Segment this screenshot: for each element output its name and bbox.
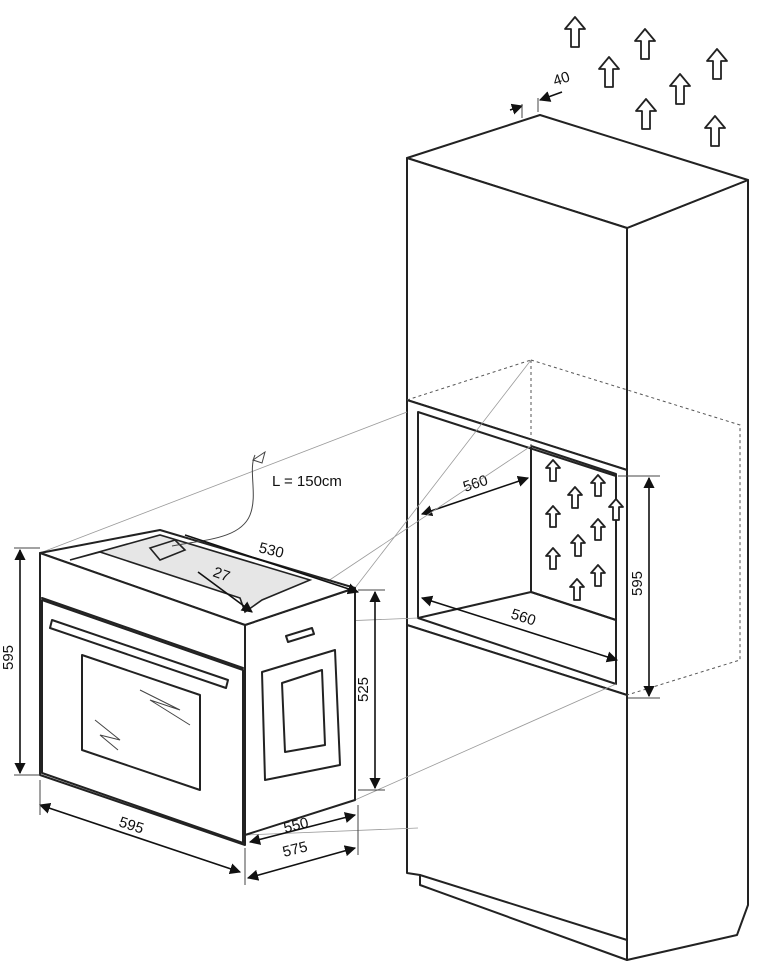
cable-length-label: L = 150cm — [272, 473, 342, 490]
oven-top-rail — [69, 534, 313, 614]
oven — [39, 450, 356, 846]
power-cable — [171, 454, 256, 547]
oven-top-27-label: 27 — [211, 564, 232, 586]
oven-door — [41, 599, 244, 844]
hidden-edge-left — [406, 359, 532, 401]
cabinet-side-panel — [626, 179, 749, 961]
dim-oven-depth-575: 575 — [244, 805, 359, 885]
oven-height-label: 595 — [0, 645, 17, 670]
dim-oven-top-27: 27 — [197, 564, 253, 613]
oven-depth-575-label: 575 — [281, 838, 309, 861]
dim-niche-height: 595 — [618, 475, 660, 699]
niche-height-label: 595 — [629, 571, 646, 596]
vent-arrows-top — [564, 16, 728, 147]
control-panel-edge — [41, 597, 244, 669]
vent-arrow-icon — [706, 48, 728, 80]
oven-body-height-label: 525 — [355, 677, 372, 702]
oven-depth-550-label: 550 — [282, 814, 310, 837]
cable-plug-icon — [251, 450, 266, 464]
dim-oven-depth-530: 530 — [184, 534, 360, 595]
glass-reflection — [94, 719, 121, 751]
top-gap-label: 40 — [551, 68, 572, 89]
oven-handle — [49, 619, 229, 689]
vent-arrow-icon — [704, 115, 726, 147]
vent-arrow-icon — [669, 73, 691, 105]
oven-depth-530-label: 530 — [257, 539, 285, 562]
niche-depth-label: 560 — [509, 606, 538, 630]
vent-arrow-icon — [598, 56, 620, 88]
dim-oven-width: 595 — [38, 780, 246, 880]
dim-oven-height: 595 — [0, 547, 40, 776]
dim-niche-depth: 560 — [420, 595, 619, 663]
dim-oven-body-height: 525 — [355, 589, 385, 791]
vent-arrow-icon — [564, 16, 586, 48]
side-vent-inner — [281, 669, 326, 753]
cabinet-plinth — [419, 874, 628, 941]
oven-width-label: 595 — [117, 814, 146, 838]
side-slot — [285, 627, 315, 643]
vent-arrow-icon — [634, 28, 656, 60]
vent-arrow-icon — [635, 98, 657, 130]
oven-window — [81, 654, 201, 791]
dim-top-gap: 40 — [509, 68, 572, 118]
dim-oven-depth-550: 550 — [248, 812, 357, 845]
hidden-edge-right — [530, 359, 741, 696]
side-vent-frame — [261, 649, 341, 781]
glass-reflection — [139, 689, 191, 726]
